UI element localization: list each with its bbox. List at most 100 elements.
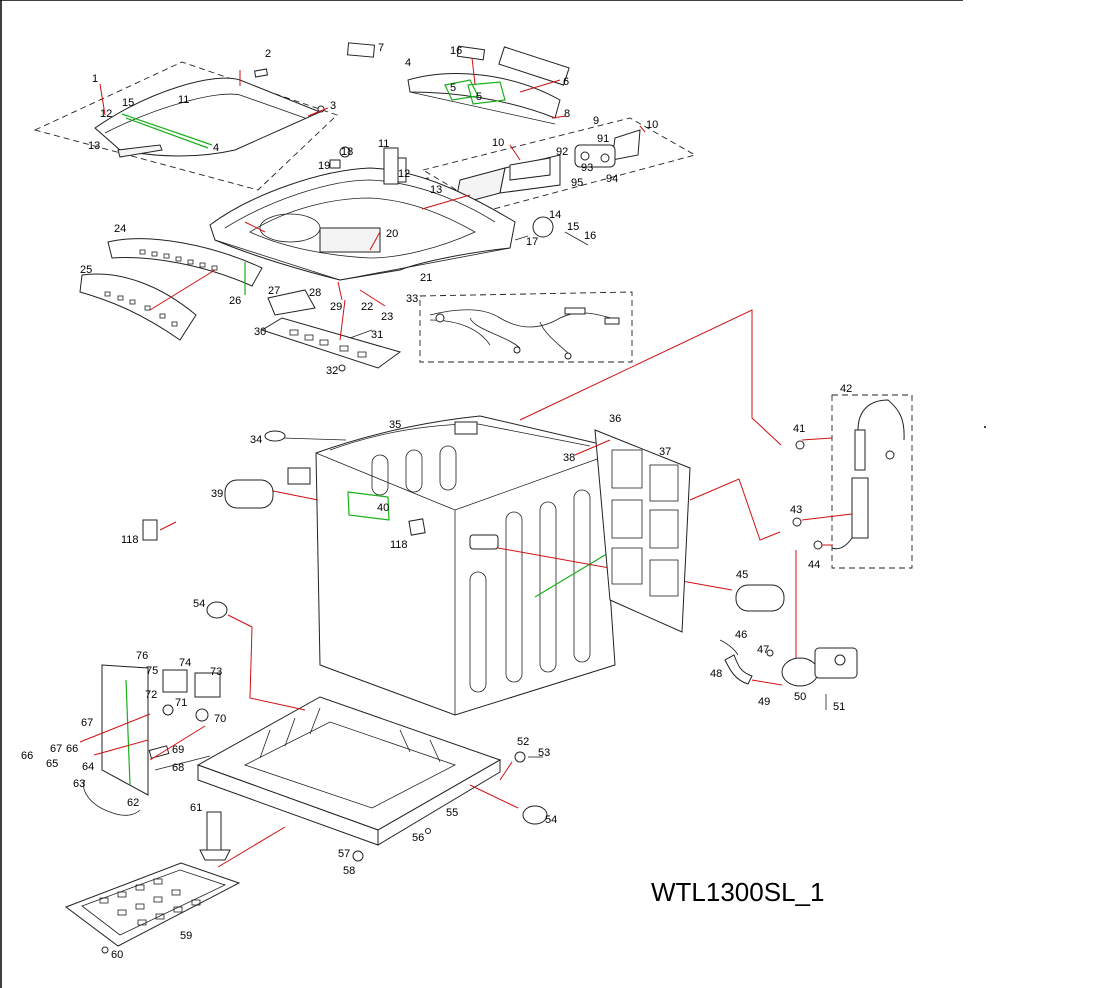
label-37: 37 [659,446,671,458]
label-63: 63 [73,778,85,790]
label-62: 62 [127,797,139,809]
label-57: 57 [338,848,350,860]
label-73: 73 [210,666,222,678]
base-frame [196,601,548,862]
label-5b: 5 [476,91,482,103]
control-box-assembly [401,117,697,211]
label-41: 41 [793,423,805,435]
label-11a: 11 [178,94,189,106]
label-50: 50 [794,691,806,703]
label-18: 18 [341,146,353,158]
label-59: 59 [180,930,192,942]
label-35: 35 [389,419,401,431]
label-12b: 12 [398,168,410,180]
label-21: 21 [420,272,432,284]
label-42: 42 [840,383,852,395]
leader-hook [689,478,781,541]
label-32: 32 [326,365,338,377]
control-panel [79,238,263,341]
model-label: WTL1300SL_1 [651,877,824,907]
label-38: 38 [563,452,575,464]
label-93: 93 [581,162,593,174]
label-9: 9 [593,115,599,127]
label-1: 1 [92,73,98,85]
label-60: 60 [111,949,123,961]
label-52: 52 [517,736,529,748]
label-64: 64 [82,761,94,773]
lid-assembly [33,61,338,191]
label-29: 29 [330,301,342,313]
label-66b: 66 [66,743,78,755]
label-11b: 11 [378,138,389,150]
label-26: 26 [229,295,241,307]
label-39: 39 [211,488,223,500]
rear-panel [574,429,691,633]
cabinet [267,415,733,716]
label-33: 33 [406,293,418,305]
label-12a: 12 [100,108,112,120]
label-13b: 13 [430,184,442,196]
label-69: 69 [172,744,184,756]
side-parts [142,430,785,612]
label-13a: 13 [88,140,100,152]
stray-dot [984,426,986,428]
label-51: 51 [833,701,845,713]
label-17: 17 [526,236,538,248]
label-58: 58 [343,865,355,877]
label-23: 23 [381,311,393,323]
label-36: 36 [609,413,621,425]
label-28: 28 [309,287,321,299]
label-65: 65 [46,758,58,770]
label-67b: 67 [50,743,62,755]
label-49: 49 [758,696,770,708]
label-54b: 54 [545,814,557,826]
label-74: 74 [179,657,191,669]
label-67a: 67 [81,717,93,729]
label-92: 92 [556,146,568,158]
label-94: 94 [606,173,618,185]
wire-harness-box [419,291,633,363]
drain-hose-box [792,394,913,569]
label-71: 71 [175,697,187,709]
label-61: 61 [190,802,202,814]
label-47: 47 [757,644,769,656]
label-31: 31 [371,329,383,341]
label-40: 40 [377,502,389,514]
label-22: 22 [361,301,373,313]
label-16b: 16 [584,230,596,242]
label-118a: 118 [121,534,139,546]
label-27: 27 [268,285,280,297]
label-34: 34 [250,434,262,446]
label-53: 53 [538,747,550,759]
label-43: 43 [790,504,802,516]
label-54a: 54 [193,598,205,610]
label-95: 95 [571,177,583,189]
label-14: 14 [549,209,561,221]
label-2: 2 [265,48,271,60]
label-70: 70 [214,713,226,725]
label-56: 56 [412,832,424,844]
label-91: 91 [597,133,609,145]
label-7: 7 [378,42,384,54]
label-66a: 66 [21,750,33,762]
label-10b: 10 [492,137,504,149]
label-48: 48 [710,668,722,680]
bottom-tray [64,826,286,954]
label-118b: 118 [390,539,408,551]
label-46: 46 [735,629,747,641]
top-cabinet-frame [209,146,589,307]
label-4b: 4 [213,142,219,154]
label-24: 24 [114,223,126,235]
label-20: 20 [386,228,398,240]
label-76: 76 [136,650,148,662]
label-72: 72 [145,689,157,701]
label-45: 45 [736,569,748,581]
label-10a: 10 [646,119,658,131]
label-8: 8 [564,108,570,120]
label-16a: 16 [450,45,462,57]
label-19: 19 [318,160,330,172]
label-3: 3 [330,100,336,112]
label-75: 75 [146,665,158,677]
label-15b: 15 [567,221,579,233]
